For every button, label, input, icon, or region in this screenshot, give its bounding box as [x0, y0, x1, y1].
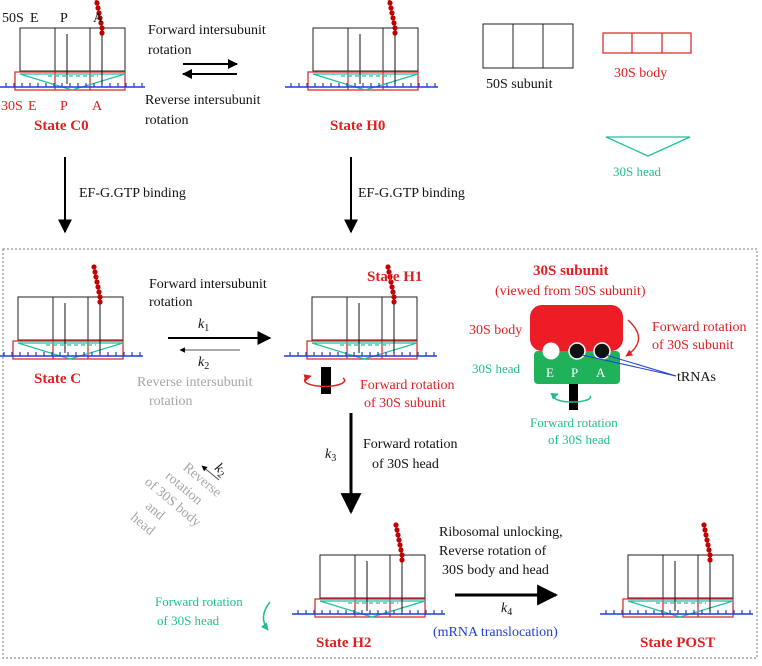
efg-binding-label-right: EF-G.GTP binding	[358, 186, 465, 201]
legend-30s-head-shape	[605, 136, 691, 157]
inset-forward-rotation-label-2: of 30S subunit	[652, 338, 734, 353]
unlocking-label-1: Ribosomal unlocking,	[439, 525, 563, 540]
inset-30s-head-shape	[534, 351, 620, 384]
h2-forward-head-label-2: of 30S head	[157, 613, 220, 628]
forward-rotation-2-label-2: rotation	[149, 295, 193, 310]
inset-trna-p	[568, 342, 586, 360]
label-site-e-top: E	[30, 11, 39, 26]
inset-axis-bar	[569, 384, 578, 410]
legend-50s-label: 50S subunit	[486, 77, 553, 92]
inset-trnas-label: tRNAs	[677, 370, 716, 385]
legend-50s-box	[482, 23, 574, 69]
label-50s: 50S	[2, 11, 24, 26]
reverse-diagonal-label: Reverse rotation of 30S body and head	[127, 460, 224, 538]
rate-k2: k2	[198, 355, 209, 372]
state-c-ribosome	[0, 263, 144, 360]
h2-forward-head-label-1: Forward rotation	[155, 594, 243, 609]
reverse-rotation-2-label-1: Reverse intersubunit	[137, 375, 253, 390]
rate-k2-diagonal: k2	[210, 461, 230, 481]
inset-trna-e	[542, 342, 560, 360]
state-c-label: State C	[34, 371, 81, 387]
reverse-diagonal-arrow	[201, 465, 220, 481]
state-h1-label: State H1	[367, 269, 422, 285]
label-30s: 30S	[1, 99, 23, 114]
state-h2-label: State H2	[316, 635, 371, 651]
inset-forward-head-label-1: Forward rotation	[530, 415, 618, 430]
inset-30s-head-label: 30S head	[472, 361, 521, 376]
inset-trna-pointer-1	[581, 354, 677, 377]
inset-title: 30S subunit	[533, 263, 608, 279]
inset-trna-pointer-2	[605, 354, 677, 377]
head-rotation-label-2: of 30S head	[372, 457, 439, 472]
head-rotation-label-1: Forward rotation	[363, 437, 457, 452]
state-post-ribosome	[599, 521, 754, 618]
forward-rotation-2-label-1: Forward intersubunit	[149, 277, 267, 292]
h1-axis-bar	[321, 367, 331, 394]
label-site-a-bottom: A	[92, 99, 103, 114]
mrna-translocation-label: (mRNA translocation)	[433, 625, 558, 640]
label-site-e-bottom: E	[28, 99, 37, 114]
unlocking-label-2: Reverse rotation of	[439, 544, 547, 559]
state-h0-label: State H0	[330, 118, 385, 134]
label-site-p-top: P	[60, 11, 68, 26]
inset-subtitle: (viewed from 50S subunit)	[495, 284, 646, 299]
unlocking-label-3: 30S body and head	[442, 563, 549, 578]
rate-k3: k3	[325, 447, 336, 464]
inset-rotation-arrow-icon	[625, 319, 640, 357]
label-site-a-top: A	[93, 11, 104, 26]
inset-site-a: A	[596, 365, 606, 380]
h2-head-rotation-icon	[260, 601, 271, 631]
inset-forward-head-label-2: of 30S head	[548, 432, 611, 447]
h1-forward-rotation-label-2: of 30S subunit	[364, 396, 446, 411]
state-h0-ribosome	[284, 0, 439, 91]
label-site-p-bottom: P	[60, 99, 68, 114]
efg-binding-label-left: EF-G.GTP binding	[79, 186, 186, 201]
h1-rotation-arrow-icon	[303, 374, 346, 388]
inset-forward-rotation-label-1: Forward rotation	[652, 320, 746, 335]
legend-30s-body-label: 30S body	[614, 66, 667, 81]
rate-k1: k1	[198, 317, 209, 334]
rate-k4: k4	[501, 601, 512, 618]
state-post-label: State POST	[640, 635, 715, 651]
state-h2-ribosome	[291, 521, 446, 618]
reverse-rotation-label-2: rotation	[145, 113, 189, 128]
efg-bound-states-frame	[2, 248, 758, 659]
legend-30s-body-box	[602, 32, 692, 54]
state-c0-label: State C0	[34, 118, 89, 134]
reverse-rotation-label-1: Reverse intersubunit	[145, 93, 261, 108]
h1-forward-rotation-label-1: Forward rotation	[360, 378, 454, 393]
legend-30s-head-label: 30S head	[613, 164, 662, 179]
forward-rotation-label-1: Forward intersubunit	[148, 23, 266, 38]
inset-30s-body-label: 30S body	[469, 323, 522, 338]
forward-rotation-label-2: rotation	[148, 43, 192, 58]
inset-trna-a	[593, 342, 611, 360]
inset-30s-body-shape	[530, 305, 623, 351]
inset-head-rotation-icon	[550, 392, 592, 403]
inset-site-e: E	[546, 365, 554, 380]
reverse-rotation-2-label-2: rotation	[149, 394, 193, 409]
inset-site-p: P	[571, 365, 578, 380]
